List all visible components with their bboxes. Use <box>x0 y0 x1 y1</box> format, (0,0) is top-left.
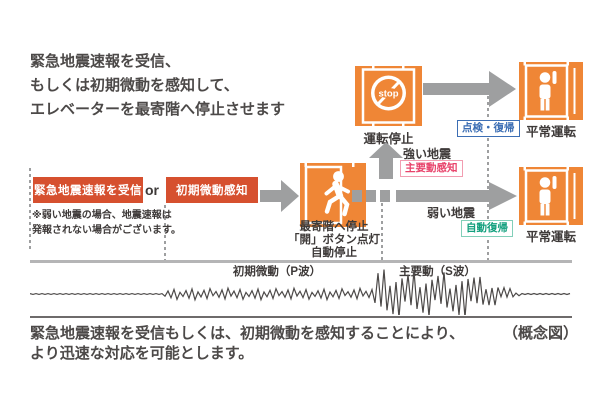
main-motion-badge: 主要動感知 <box>400 160 463 177</box>
dashed-line-left <box>29 168 31 250</box>
normal-operation-bottom-label: 平常運転 <box>525 230 576 244</box>
dashed-line-recovery <box>487 96 489 262</box>
elevator-normal-bottom-icon <box>519 167 583 225</box>
note-line-1: ※弱い地震の場合、地震速報は <box>32 210 172 221</box>
header-line-2: もしくは初期微動を感知して、 <box>30 77 239 94</box>
auto-return-badge: 自動復帰 <box>461 220 513 237</box>
or-label: or <box>145 182 159 198</box>
footer-line-1: 緊急地震速報を受信もしくは、初期微動を感知することにより、 <box>30 325 465 342</box>
header-text: 緊急地震速報を受信、 もしくは初期微動を感知して、 エレベーターを最寄階へ停止さ… <box>30 50 285 122</box>
weak-quake-label: 弱い地震 <box>427 206 476 220</box>
footer-text: 緊急地震速報を受信もしくは、初期微動を感知することにより、 （概念図） より迅速… <box>30 324 578 364</box>
nearest-floor-labels: 最寄階へ停止 「開」ボタン点灯 自動停止 <box>272 221 396 260</box>
arrow-up-icon <box>369 142 403 179</box>
s-wave-label: 主要動（S波） <box>399 266 476 278</box>
note-line-2: 発報されない場合がございます。 <box>32 224 181 236</box>
elevator-normal-top-icon <box>519 62 583 120</box>
arrow-right-top-icon <box>423 71 516 107</box>
nearest-floor-line-1: 最寄階へ停止 <box>299 221 369 233</box>
arrow-right-mid-icon <box>260 180 299 212</box>
concept-figure-note: （概念図） <box>502 325 578 342</box>
inspection-return-badge: 点検・復帰 <box>457 120 520 137</box>
stop-sign-text: stop <box>378 89 398 100</box>
seismogram-top-rule <box>30 260 572 263</box>
footer-row-1: 緊急地震速報を受信もしくは、初期微動を感知することにより、 （概念図） <box>30 324 578 344</box>
elevator-stop-icon: stop <box>355 66 422 126</box>
header-line-3: エレベーターを最寄階へ停止させます <box>30 101 286 118</box>
strong-quake-label: 強い地震 <box>403 147 452 161</box>
dashed-line-swave <box>381 203 383 262</box>
footer-line-2: より迅速な対応を可能とします。 <box>30 345 254 362</box>
nearest-floor-line-3: 自動停止 <box>311 247 357 259</box>
stop-operation-label: 運転停止 <box>363 132 414 146</box>
seismic-waveform <box>30 269 571 315</box>
normal-operation-top-label: 平常運転 <box>525 125 576 139</box>
initial-tremor-box: 初期微動感知 <box>166 177 258 203</box>
header-line-1: 緊急地震速報を受信、 <box>30 53 181 70</box>
eew-receive-box: 緊急地震速報を受信 <box>33 177 143 203</box>
running-person-icon <box>324 180 350 217</box>
arrow-right-dashed-icon <box>352 182 517 210</box>
weak-quake-note: ※弱い地震の場合、地震速報は 発報されない場合がございます。 <box>32 209 181 238</box>
p-wave-label: 初期微動（P波） <box>232 266 322 278</box>
nearest-floor-line-2: 「開」ボタン点灯 <box>288 234 380 246</box>
seismogram-bottom-rule <box>30 316 572 318</box>
dashed-line-pwave <box>164 205 166 262</box>
